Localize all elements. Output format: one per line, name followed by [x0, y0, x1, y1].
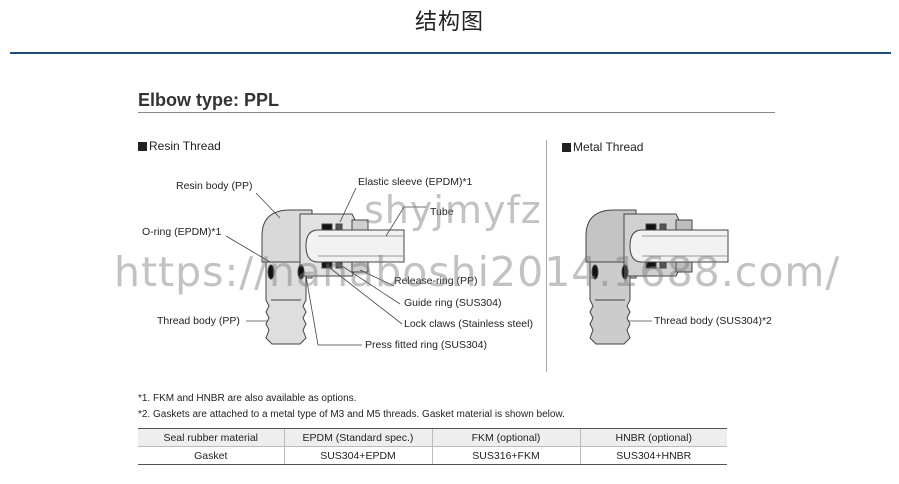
metal-thread-body [589, 261, 631, 345]
callout-press-ring: Press fitted ring (SUS304) [365, 339, 487, 351]
table-cell: Gasket [138, 446, 284, 465]
table-cell: SUS304+EPDM [283, 446, 432, 465]
resin-thread-heading: Resin Thread [138, 139, 221, 153]
table-header-cell: HNBR (optional) [579, 428, 727, 447]
callout-guide-ring: Guide ring (SUS304) [404, 297, 502, 309]
elastic-sleeve-seal [321, 223, 333, 231]
resin-leader-lines [225, 187, 426, 346]
metal-elbow-drawing [585, 209, 729, 345]
table-cell: SUS316+FKM [431, 446, 580, 465]
metal-thread-heading: Metal Thread [562, 140, 643, 154]
callout-lock-claws: Lock claws (Stainless steel) [404, 318, 533, 330]
callout-elastic-sleeve: Elastic sleeve (EPDM)*1 [358, 176, 473, 188]
callout-release-ring: Release-ring (PP) [394, 275, 478, 287]
footnote-2: *2. Gaskets are attached to a metal type… [138, 409, 565, 420]
release-ring-drawing [351, 219, 369, 231]
oring-seal [267, 264, 275, 280]
metal-tube-drawing [629, 229, 729, 263]
table-header-row: Seal rubber material EPDM (Standard spec… [138, 428, 727, 447]
square-bullet-icon [562, 142, 571, 152]
metal-thread-label: Metal Thread [573, 140, 644, 154]
resin-thread-body [265, 261, 307, 345]
section-divider [138, 112, 775, 113]
header-divider [10, 52, 891, 54]
column-divider [546, 140, 547, 372]
tube-drawing [305, 229, 405, 263]
callout-resin-body: Resin body (PP) [176, 180, 253, 192]
watermark-shop-name: shyjmyfz [364, 188, 542, 232]
footnote-1: *1. FKM and HNBR are also available as o… [138, 393, 357, 404]
page-title: 结构图 [414, 10, 484, 35]
table-header-cell: FKM (optional) [431, 428, 580, 447]
gasket-material-table: Seal rubber material EPDM (Standard spec… [138, 428, 727, 465]
callout-metal-thread-body: Thread body (SUS304)*2 [654, 315, 772, 327]
square-bullet-icon [138, 141, 147, 151]
table-row: Gasket SUS304+EPDM SUS316+FKM SUS304+HNB… [138, 446, 727, 465]
table-header-cell: Seal rubber material [138, 428, 284, 447]
callout-oring: O-ring (EPDM)*1 [142, 226, 222, 238]
section-title: Elbow type: PPL [138, 90, 280, 110]
watermark-shop-url: https://nanaboshi2014.1688.com/ [114, 248, 841, 296]
callout-tube: Tube [430, 206, 454, 218]
resin-thread-label: Resin Thread [149, 139, 221, 153]
table-cell: SUS304+HNBR [579, 446, 727, 465]
callout-thread-body: Thread body (PP) [157, 315, 240, 327]
table-header-cell: EPDM (Standard spec.) [283, 428, 432, 447]
resin-elbow-drawing [261, 209, 405, 345]
